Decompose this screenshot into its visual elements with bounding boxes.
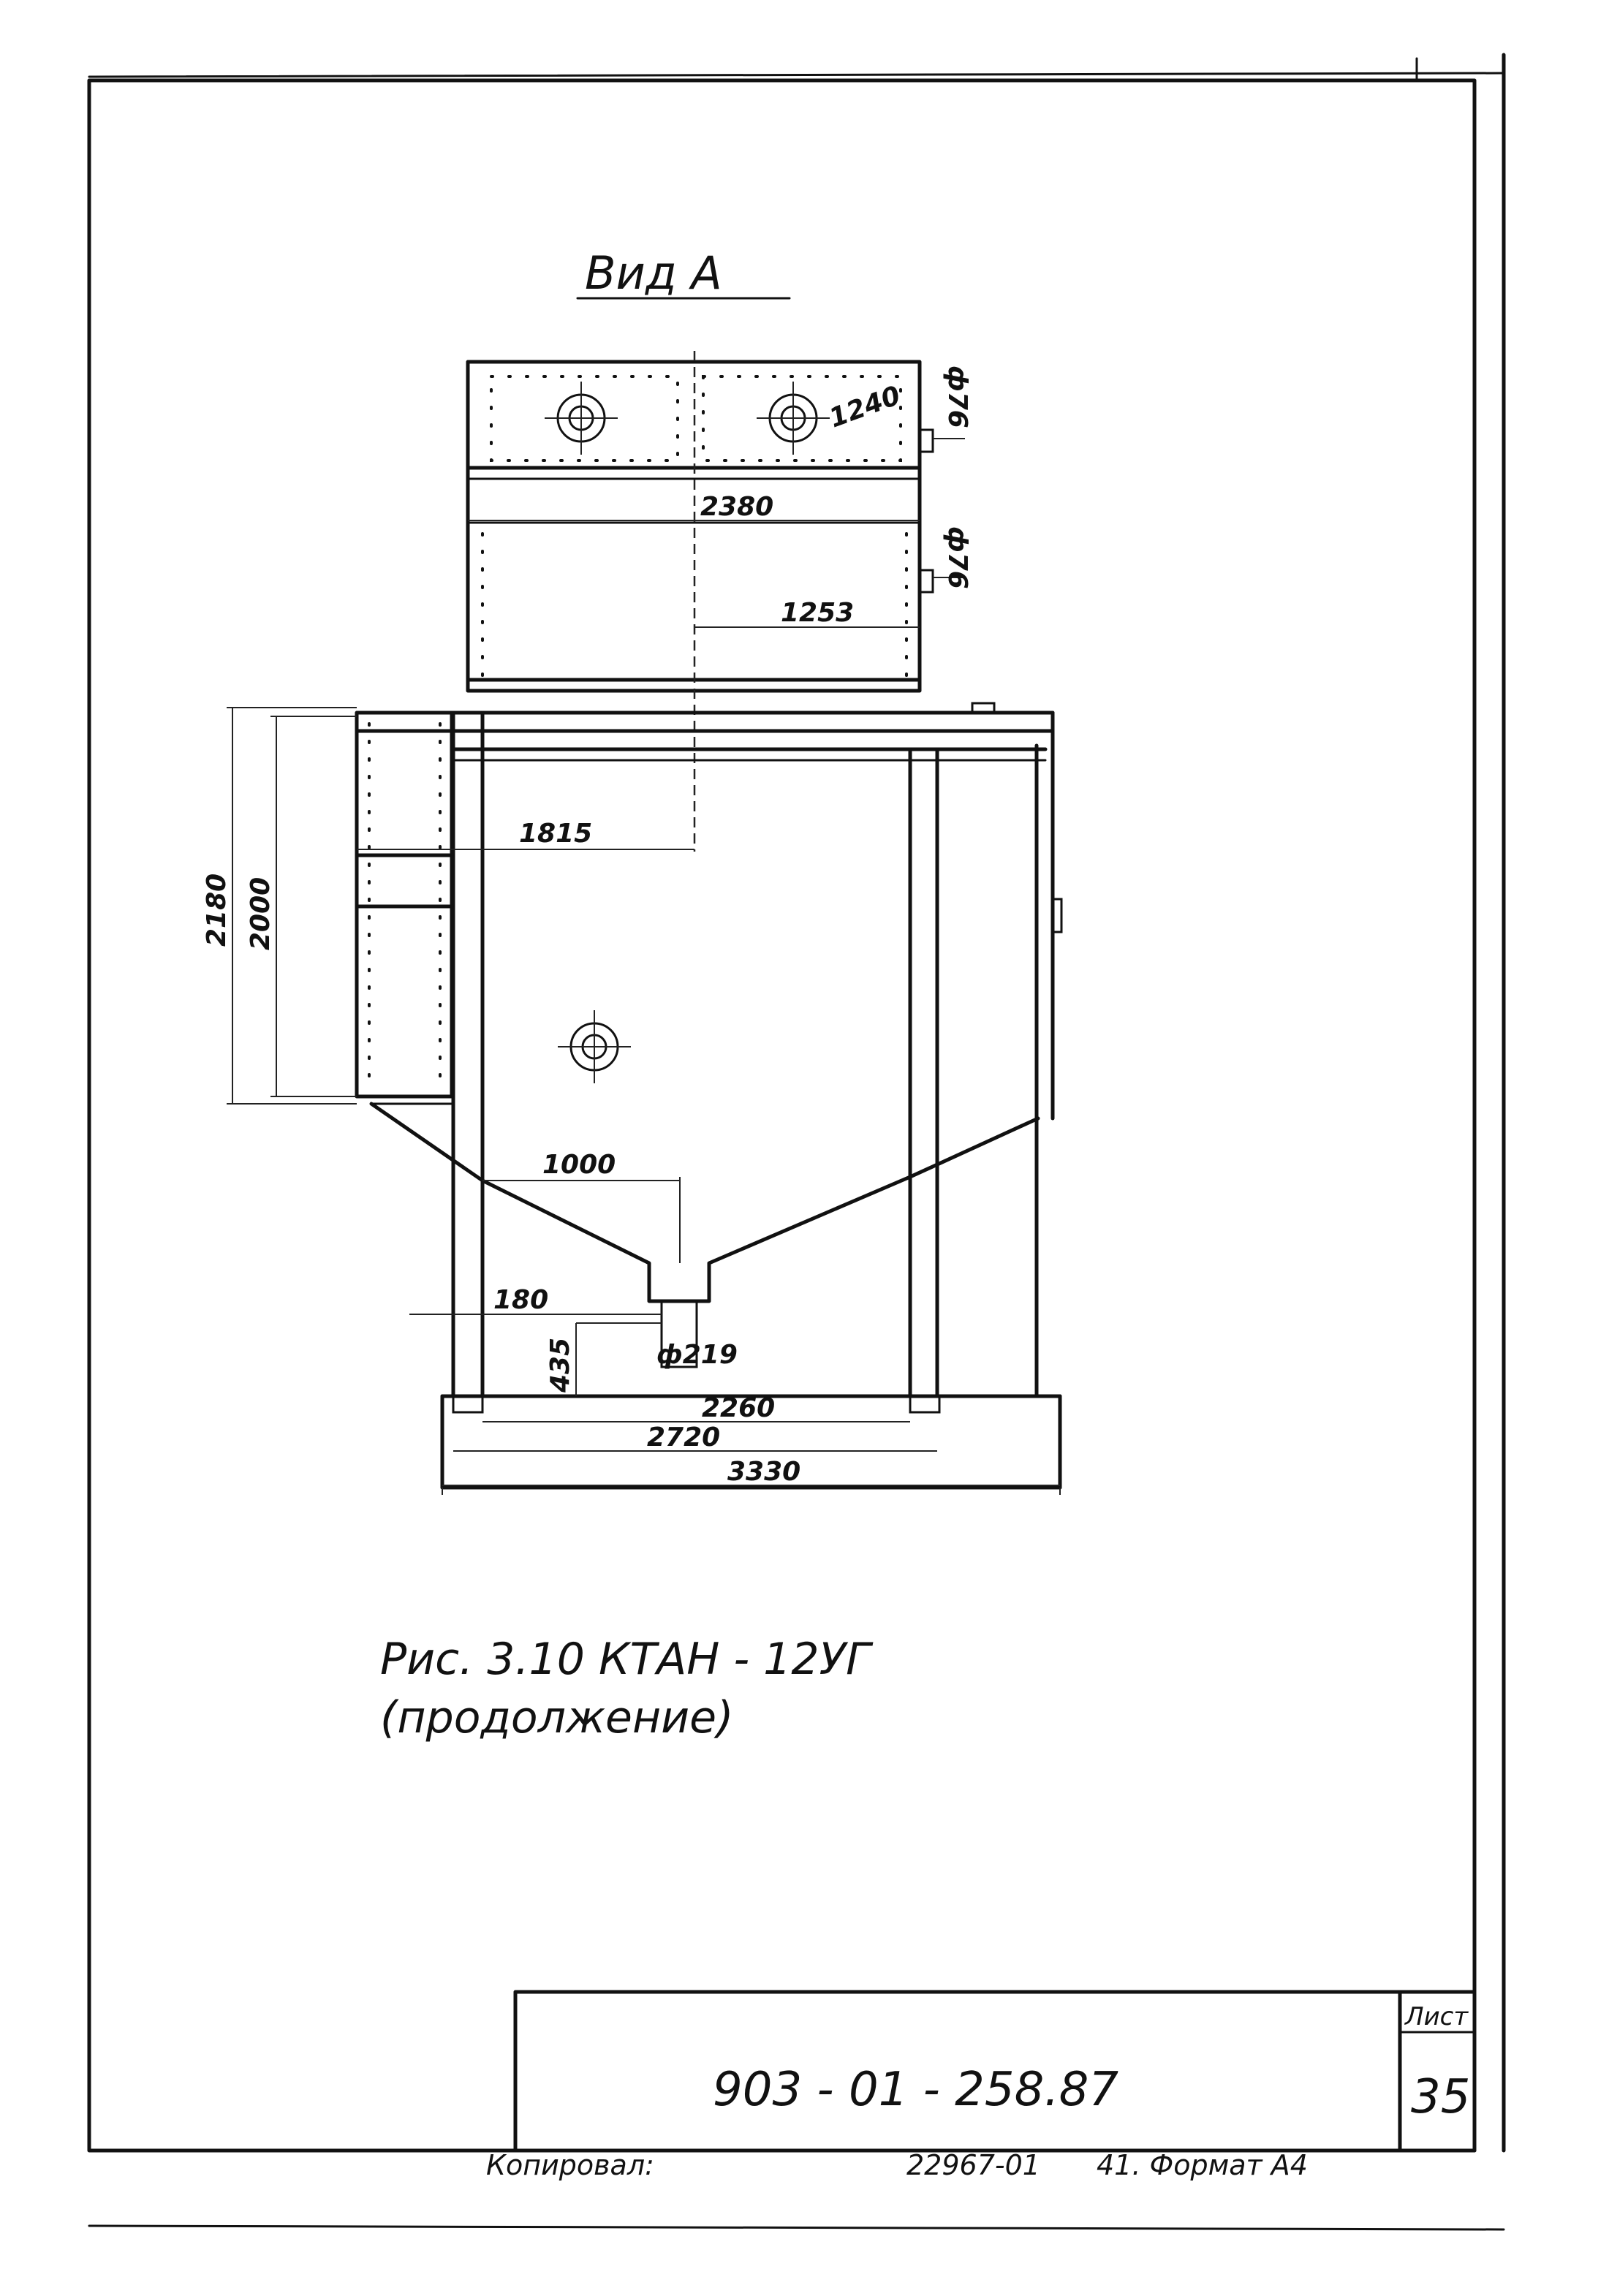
dim-1815: 1815 — [519, 819, 592, 849]
order-number: 22967-01 — [906, 2149, 1040, 2181]
dim-phi76-mid: ф76 — [942, 526, 972, 589]
footer: Копировал: 22967-01 41. Формат А4 — [486, 2149, 1308, 2181]
hopper — [369, 1102, 1040, 1368]
view-title-text: Вид А — [585, 246, 722, 300]
caption-line-1: Рис. 3.10 КТАН - 12УГ — [380, 1634, 874, 1685]
sheet-number: 35 — [1411, 2070, 1470, 2124]
dim-2380: 2380 — [700, 492, 773, 522]
sheet-frame — [87, 53, 1506, 2231]
dim-435: 435 — [545, 1338, 575, 1393]
hatch-upper-left — [545, 382, 618, 455]
dim-2180: 2180 — [202, 874, 232, 947]
dim-2000: 2000 — [246, 877, 276, 950]
dim-3330: 3330 — [727, 1457, 800, 1487]
dim-phi219: ф219 — [656, 1340, 738, 1370]
side-cabinet — [355, 711, 454, 1099]
caption-line-2: (продолжение) — [380, 1692, 734, 1743]
sheet-label: Лист — [1404, 2002, 1469, 2031]
hatch-body — [558, 1010, 631, 1083]
dimension-labels: 1240 ф76 2380 ф76 1253 1815 2180 2000 10… — [202, 365, 972, 1487]
dim-1253: 1253 — [781, 598, 854, 628]
copied-by: Копировал: — [486, 2149, 654, 2181]
doc-number: 903 - 01 - 258.87 — [713, 2063, 1118, 2117]
format-label: 41. Формат А4 — [1097, 2149, 1308, 2181]
figure-caption: Рис. 3.10 КТАН - 12УГ (продолжение) — [380, 1634, 874, 1743]
dim-phi76-top: ф76 — [942, 365, 972, 428]
title-block: 903 - 01 - 258.87 Лист 35 — [513, 1990, 1477, 2153]
base — [440, 1394, 1062, 1490]
dim-2260: 2260 — [702, 1393, 775, 1423]
hatch-upper-right — [757, 382, 830, 455]
dim-180: 180 — [493, 1285, 548, 1315]
dimension-lines — [227, 520, 1061, 1495]
dim-1240: 1240 — [825, 381, 904, 434]
dim-1000: 1000 — [542, 1150, 616, 1180]
view-title: Вид А — [576, 246, 791, 300]
dim-2720: 2720 — [647, 1422, 720, 1452]
